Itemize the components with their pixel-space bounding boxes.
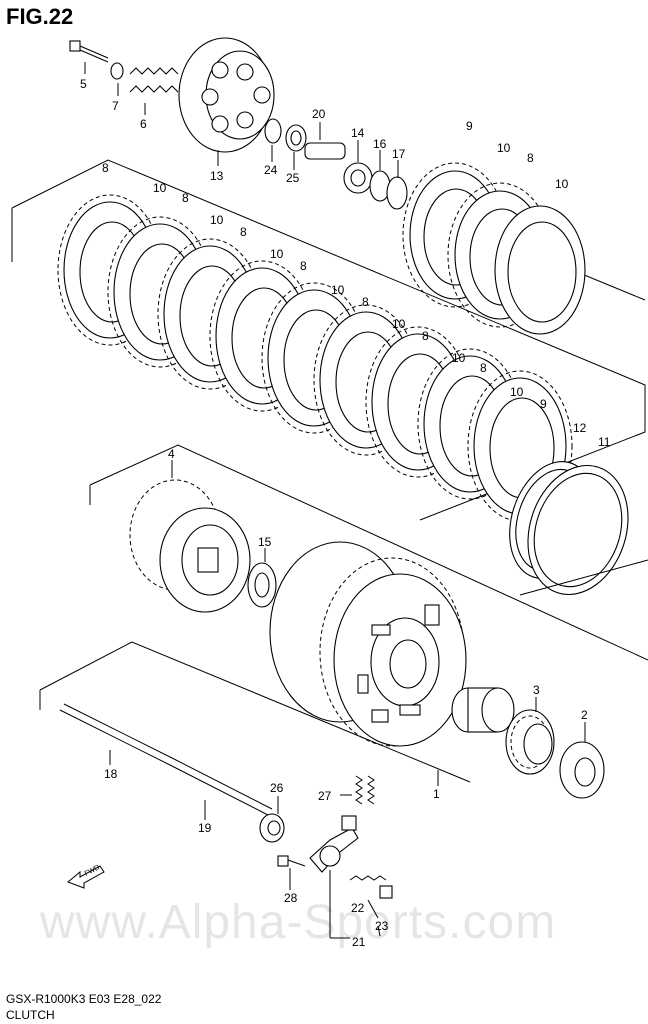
callout-19: 19 bbox=[198, 821, 212, 835]
callout-12: 12 bbox=[573, 421, 587, 435]
washer-15 bbox=[247, 562, 277, 608]
callout-10f: 10 bbox=[331, 283, 345, 297]
oil-seal-26 bbox=[259, 813, 285, 843]
driven-gear-box bbox=[39, 641, 471, 783]
spacer-sleeve bbox=[451, 687, 515, 733]
callout-1: 1 bbox=[433, 787, 440, 801]
sleeve-hub-4 bbox=[129, 479, 251, 613]
figure-caption: CLUTCH bbox=[6, 1008, 55, 1022]
callout-18: 18 bbox=[104, 767, 118, 781]
spring-27 bbox=[355, 775, 375, 805]
callout-labels: 5 7 6 13 20 24 25 14 16 17 9 10 8 10 8 1… bbox=[80, 77, 611, 949]
release-arm-22 bbox=[309, 815, 359, 873]
callout-2: 2 bbox=[581, 708, 588, 722]
callout-3: 3 bbox=[533, 683, 540, 697]
callout-17: 17 bbox=[392, 147, 406, 161]
callout-8c: 8 bbox=[182, 191, 189, 205]
washer-7 bbox=[110, 62, 124, 80]
nut-14 bbox=[343, 162, 373, 194]
primary-driven-gear-1 bbox=[269, 541, 467, 747]
callout-13: 13 bbox=[210, 169, 224, 183]
callout-23: 23 bbox=[375, 919, 389, 933]
callout-8g: 8 bbox=[422, 329, 429, 343]
callout-21: 21 bbox=[352, 935, 366, 949]
callout-8h: 8 bbox=[480, 361, 487, 375]
seat-11 bbox=[527, 464, 629, 596]
callout-6: 6 bbox=[140, 117, 147, 131]
callout-8d: 8 bbox=[240, 225, 247, 239]
callout-20: 20 bbox=[312, 107, 326, 121]
callout-15: 15 bbox=[258, 535, 272, 549]
callout-10i: 10 bbox=[510, 385, 524, 399]
washer-17 bbox=[386, 176, 408, 210]
callout-10h: 10 bbox=[452, 351, 466, 365]
callout-10d: 10 bbox=[210, 213, 224, 227]
push-rod-18 bbox=[59, 703, 175, 766]
callout-10g: 10 bbox=[392, 317, 406, 331]
callout-22: 22 bbox=[351, 901, 365, 915]
plate-stack-box bbox=[11, 159, 646, 521]
leader-lines bbox=[84, 62, 586, 939]
callout-10b: 10 bbox=[555, 177, 569, 191]
callout-11: 11 bbox=[598, 435, 611, 449]
pressure-plate-13 bbox=[178, 37, 275, 153]
callout-5: 5 bbox=[80, 77, 87, 91]
callout-8a: 8 bbox=[527, 151, 534, 165]
figure-title: FIG.22 bbox=[6, 4, 74, 29]
callout-10c: 10 bbox=[153, 181, 167, 195]
callout-26: 26 bbox=[270, 781, 284, 795]
callout-8f: 8 bbox=[362, 295, 369, 309]
bolt-23 bbox=[349, 875, 393, 899]
callout-4: 4 bbox=[168, 447, 175, 461]
callout-28: 28 bbox=[284, 891, 298, 905]
callout-10e: 10 bbox=[270, 247, 284, 261]
spring-6 bbox=[129, 67, 179, 93]
callout-9b: 9 bbox=[540, 397, 547, 411]
callout-9a: 9 bbox=[466, 119, 473, 133]
callout-8e: 8 bbox=[300, 259, 307, 273]
callout-8b: 8 bbox=[102, 161, 109, 175]
push-piece-20 bbox=[304, 142, 346, 160]
needle-bearing-3 bbox=[505, 709, 555, 775]
upper-right-plates bbox=[402, 162, 586, 335]
fwd-arrow-icon: FWD bbox=[67, 864, 105, 889]
hub-group-box bbox=[89, 444, 648, 661]
bearing-24-25 bbox=[264, 118, 307, 152]
thrust-washer-2 bbox=[559, 741, 605, 799]
push-rod-19 bbox=[169, 758, 273, 816]
model-code: GSX-R1000K3 E03 E28_022 bbox=[6, 992, 162, 1006]
callout-14: 14 bbox=[351, 126, 365, 140]
callout-25: 25 bbox=[286, 171, 300, 185]
callout-7: 7 bbox=[112, 99, 119, 113]
bolt-5 bbox=[69, 40, 109, 63]
watermark: www.Alpha-Sports.com bbox=[40, 896, 557, 949]
callout-16: 16 bbox=[373, 137, 387, 151]
callout-24: 24 bbox=[264, 163, 278, 177]
callout-10a: 10 bbox=[497, 141, 511, 155]
callout-27: 27 bbox=[318, 789, 332, 803]
screw-28 bbox=[277, 855, 306, 867]
